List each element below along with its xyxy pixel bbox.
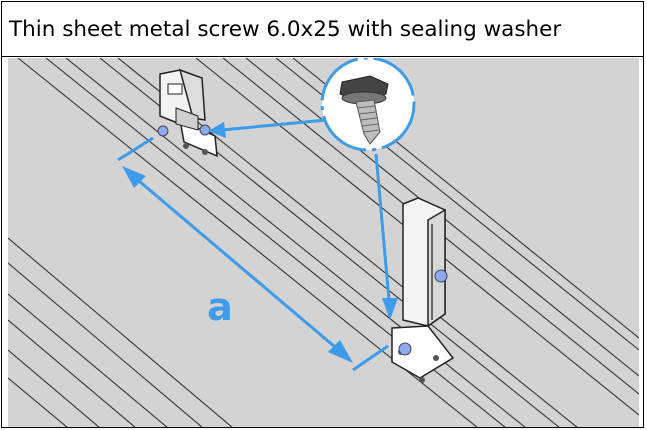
figure-caption: Thin sheet metal screw 6.0x25 with seali… (2, 2, 643, 57)
arrowhead (208, 122, 226, 138)
arrowhead (382, 298, 398, 320)
dimension-a (117, 136, 389, 372)
dimension-label: a (207, 285, 233, 329)
dimension-arrowhead (122, 166, 146, 188)
screw-detail-callout (320, 56, 416, 152)
callout-pointers (221, 118, 391, 301)
bolt-icon (199, 124, 211, 136)
upper-roof-bracket (157, 68, 218, 158)
bolt-icon (398, 342, 412, 356)
dimension-arrowhead (328, 340, 353, 363)
lower-roof-bracket (391, 197, 455, 383)
bolt-icon (434, 269, 448, 283)
hex-head-screw-icon (339, 75, 389, 145)
installation-illustration: a (7, 56, 640, 427)
bolt-icon (157, 125, 169, 137)
